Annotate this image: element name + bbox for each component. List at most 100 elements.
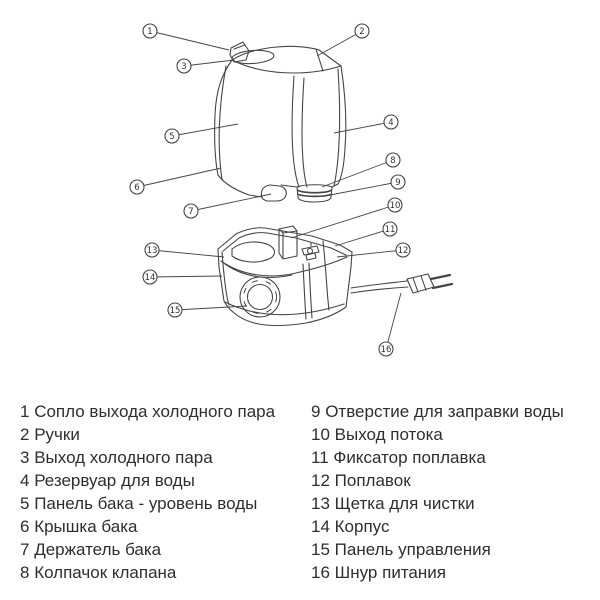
callout-leader-14 <box>149 275 223 278</box>
legend-item-label: Корпус <box>334 517 390 536</box>
legend-item-number: 15 <box>311 540 330 559</box>
legend-item-label: Держатель бака <box>34 540 162 559</box>
callout-number-11: 11 <box>385 225 396 235</box>
legend-item-label: Колпачок клапана <box>34 563 177 582</box>
legend-item-number: 12 <box>311 471 330 490</box>
legend-item-5: 5 Панель бака - уровень воды <box>20 492 311 515</box>
legend-item-number: 6 <box>20 517 30 536</box>
legend-item-label: Крышка бака <box>34 517 138 536</box>
legend-item-3: 3 Выход холодного пара <box>20 446 311 469</box>
callout-circle-8 <box>385 152 401 168</box>
callout-leader-1 <box>149 30 230 51</box>
callout-number-5: 5 <box>169 132 174 142</box>
legend-item-label: Выход холодного пара <box>34 448 213 467</box>
legend-item-number: 5 <box>20 494 30 513</box>
callout-circle-16 <box>378 341 394 357</box>
legend-item-label: Панель управления <box>334 540 491 559</box>
callout-leader-9 <box>329 181 399 196</box>
callout-circle-13 <box>144 242 160 258</box>
legend-item-number: 9 <box>311 402 321 421</box>
callout-leader-2 <box>316 30 363 57</box>
callout-leader-4 <box>333 121 392 134</box>
legend-column-right: 9 Отверстие для заправки воды 10 Выход по… <box>311 400 592 584</box>
callout-leader-11 <box>334 228 391 247</box>
power-cord-drawing <box>350 273 454 294</box>
callout-leader-8 <box>321 159 394 188</box>
legend-item-14: 14 Корпус <box>311 515 592 538</box>
legend-item-number: 8 <box>20 563 30 582</box>
callout-circle-1 <box>142 23 158 39</box>
callout-number-10: 10 <box>390 201 401 211</box>
callout-number-4: 4 <box>388 118 393 128</box>
callout-circle-9 <box>390 174 406 190</box>
callout-number-12: 12 <box>398 246 409 256</box>
legend-item-label: Сопло выхода холодного пара <box>34 402 276 421</box>
legend-item-1: 1 Сопло выхода холодного пара <box>20 400 311 423</box>
legend-item-label: Выход потока <box>334 425 443 444</box>
callout-leader-3 <box>183 59 235 67</box>
callout-circle-5 <box>164 128 180 144</box>
legend-item-number: 7 <box>20 540 30 559</box>
legend-item-label: Поплавок <box>334 471 411 490</box>
legend-item-7: 7 Держатель бака <box>20 538 311 561</box>
callout-circle-12 <box>395 242 411 258</box>
legend-item-label: Шнур питания <box>334 563 446 582</box>
callout-circle-2 <box>354 23 370 39</box>
callout-circle-7 <box>183 203 199 219</box>
callout-number-13: 13 <box>147 246 158 256</box>
callout-circle-11 <box>382 221 398 237</box>
legend-item-label: Панель бака - уровень воды <box>34 494 258 513</box>
legend-item-15: 15 Панель управления <box>311 538 592 561</box>
callout-number-3: 3 <box>181 62 186 72</box>
callout-number-9: 9 <box>395 178 400 188</box>
legend-item-number: 16 <box>311 563 330 582</box>
callout-number-1: 1 <box>147 27 152 37</box>
callout-leader-6 <box>136 167 222 188</box>
legend-item-6: 6 Крышка бака <box>20 515 311 538</box>
callout-number-8: 8 <box>390 156 395 166</box>
callout-number-14: 14 <box>145 273 156 283</box>
legend-item-12: 12 Поплавок <box>311 469 592 492</box>
callout-leader-16 <box>385 292 402 350</box>
legend-item-number: 3 <box>20 448 30 467</box>
legend-item-number: 2 <box>20 425 30 444</box>
legend-item-label: Фиксатор поплавка <box>333 448 486 467</box>
legend-item-16: 16 Шнур питания <box>311 561 592 584</box>
legend-item-label: Резервуар для воды <box>34 471 195 490</box>
callout-number-15: 15 <box>170 306 181 316</box>
legend-item-number: 1 <box>20 402 30 421</box>
legend-item-number: 14 <box>311 517 330 536</box>
callout-circle-10 <box>387 197 403 213</box>
callout-circle-6 <box>129 179 145 195</box>
callout-leader-12 <box>336 249 404 258</box>
legend-item-11: 11 Фиксатор поплавка <box>311 446 592 469</box>
legend-item-8: 8 Колпачок клапана <box>20 561 311 584</box>
callout-leader-7 <box>190 193 272 212</box>
callout-number-16: 16 <box>381 345 392 355</box>
legend-item-label: Отверстие для заправки воды <box>325 402 564 421</box>
legend-item-4: 4 Резервуар для воды <box>20 469 311 492</box>
legend-item-13: 13 Щетка для чистки <box>311 492 592 515</box>
legend-item-9: 9 Отверстие для заправки воды <box>311 400 592 423</box>
callout-circle-3 <box>176 58 192 74</box>
legend-item-number: 4 <box>20 471 30 490</box>
legend-item-2: 2 Ручки <box>20 423 311 446</box>
callout-leader-15 <box>174 305 248 311</box>
callout-number-2: 2 <box>359 27 364 37</box>
base-drawing <box>217 225 353 327</box>
callout-leader-10 <box>290 204 396 239</box>
callout-circle-14 <box>142 269 158 285</box>
line-art <box>214 41 454 327</box>
legend-item-number: 11 <box>311 448 329 467</box>
legend-item-number: 13 <box>311 494 330 513</box>
legend-item-number: 10 <box>311 425 330 444</box>
callout-leader-13 <box>151 249 225 258</box>
callout-circle-4 <box>383 114 399 130</box>
callout-leader-5 <box>171 123 239 137</box>
callout-number-6: 6 <box>134 183 139 193</box>
legend-item-label: Ручки <box>34 425 80 444</box>
